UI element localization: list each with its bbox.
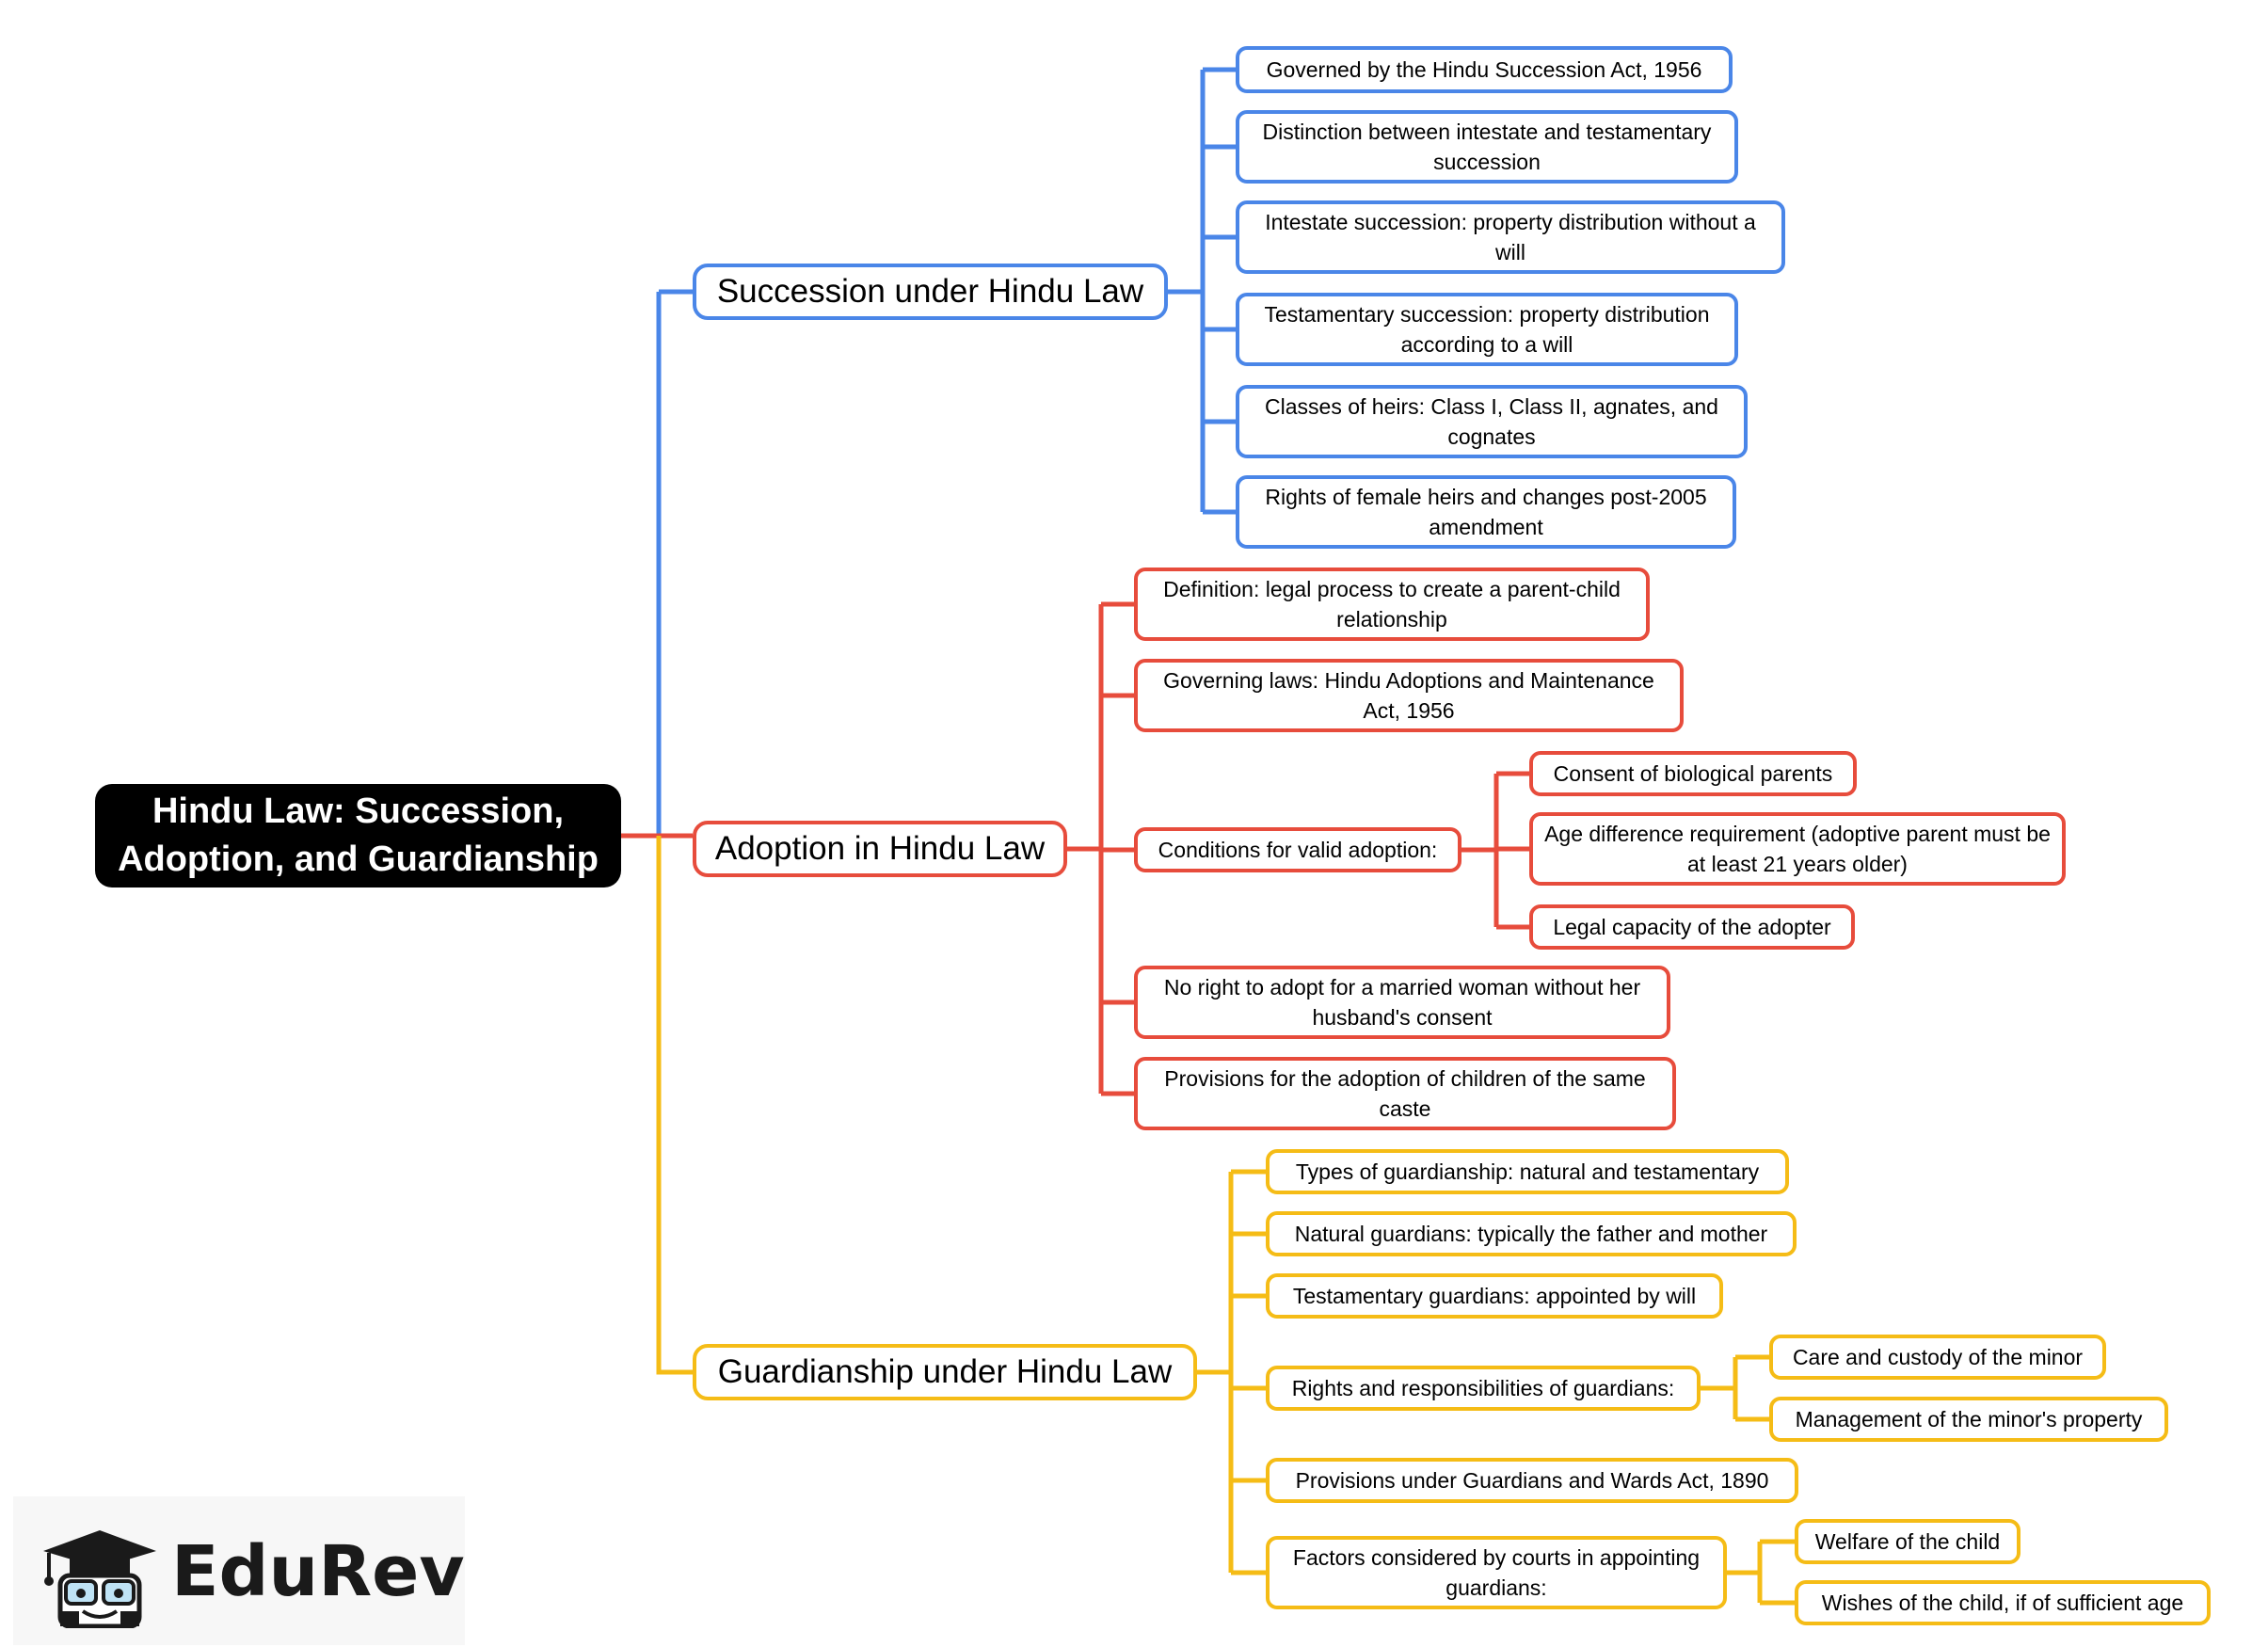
adoption-item-same-caste: Provisions for the adoption of children … [1134,1057,1676,1130]
edurev-logo: EduRev [13,1496,465,1645]
succession-item-intestate: Intestate succession: property distribut… [1236,200,1785,274]
root-topic: Hindu Law: Succession, Adoption, and Gua… [95,784,621,887]
adoption-item-definition: Definition: legal process to create a pa… [1134,568,1650,641]
connector-adoption-conditions [1461,771,1529,930]
connector-guardianship-rights [1701,1354,1769,1422]
succession-item-testamentary: Testamentary succession: property distri… [1236,293,1738,366]
guardianship-item-court-factors: Factors considered by courts in appointi… [1266,1536,1727,1609]
adoption-item-governing-laws: Governing laws: Hindu Adoptions and Main… [1134,659,1684,732]
adoption-item-married-woman: No right to adopt for a married woman wi… [1134,966,1670,1039]
connector-guardianship-items [1197,1169,1266,1575]
guardianship-item-wards-act: Provisions under Guardians and Wards Act… [1266,1458,1798,1503]
connector-succession-items [1168,67,1236,515]
succession-item-female-heirs: Rights of female heirs and changes post-… [1236,475,1736,549]
succession-item-distinction: Distinction between intestate and testam… [1236,110,1738,184]
logo-wordmark: EduRev [171,1531,465,1612]
adoption-condition-consent: Consent of biological parents [1529,751,1857,796]
connector-root-succession [621,292,662,839]
guardianship-factor-wishes: Wishes of the child, if of sufficient ag… [1795,1580,2211,1625]
adoption-condition-capacity: Legal capacity of the adopter [1529,904,1855,950]
guardianship-item-testamentary: Testamentary guardians: appointed by wil… [1266,1273,1723,1319]
connector-guardianship-factors [1727,1539,1795,1606]
connector-adoption-items [1067,601,1134,1096]
guardianship-factor-welfare: Welfare of the child [1795,1519,2020,1564]
guardianship-right-care: Care and custody of the minor [1769,1335,2106,1380]
branch-succession: Succession under Hindu Law [693,264,1168,320]
succession-item-classes: Classes of heirs: Class I, Class II, agn… [1236,385,1748,458]
guardianship-right-property: Management of the minor's property [1769,1397,2168,1442]
adoption-item-conditions: Conditions for valid adoption: [1134,827,1461,872]
connector-root-guardianship [656,836,693,1375]
adoption-condition-age-difference: Age difference requirement (adoptive par… [1529,812,2066,886]
branch-guardianship: Guardianship under Hindu Law [693,1344,1197,1400]
graduation-cap-mascot-icon [43,1530,156,1628]
guardianship-item-types: Types of guardianship: natural and testa… [1266,1149,1789,1194]
branch-adoption: Adoption in Hindu Law [693,821,1067,877]
guardianship-item-natural: Natural guardians: typically the father … [1266,1211,1797,1256]
guardianship-item-rights: Rights and responsibilities of guardians… [1266,1366,1701,1411]
succession-item-act: Governed by the Hindu Succession Act, 19… [1236,46,1733,93]
